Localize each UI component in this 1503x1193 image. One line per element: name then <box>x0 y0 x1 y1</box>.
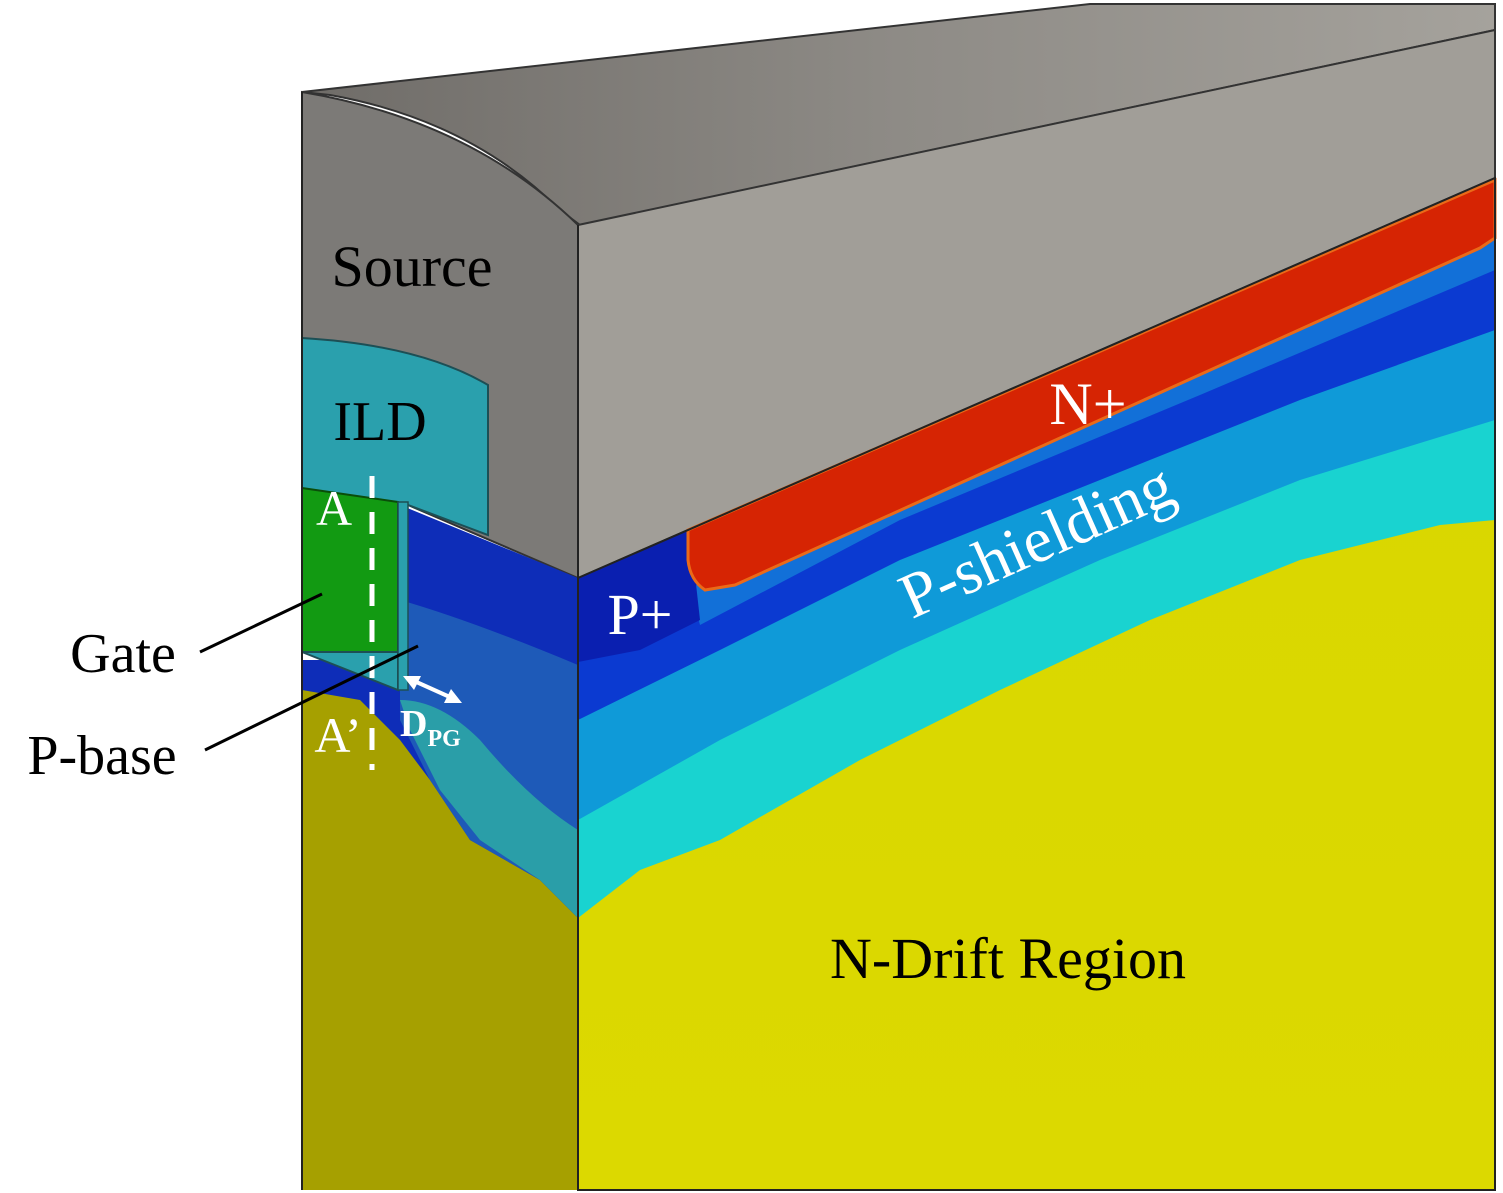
d-pg-arrow <box>403 676 462 703</box>
p-base-side-tail <box>400 700 578 918</box>
semiconductor-front-face <box>577 176 1497 1191</box>
n-plus-label: N+ <box>1049 371 1126 437</box>
gate-label: Gate <box>70 623 176 685</box>
p-base-leader-line <box>204 644 419 752</box>
ild-region <box>301 336 489 537</box>
n-plus-region <box>686 177 1497 592</box>
source-label: Source <box>331 234 492 299</box>
gate-leader-line <box>199 592 323 654</box>
gate-oxide-side <box>397 501 409 691</box>
ild-label: ILD <box>333 391 426 453</box>
p-plus-label: P+ <box>608 582 673 647</box>
n-drift-label: N-Drift Region <box>830 926 1186 991</box>
a-bottom-label: A’ <box>314 707 361 763</box>
source-metal <box>301 3 1496 580</box>
a-top-label: A <box>316 480 352 536</box>
semiconductor-side-face <box>301 92 579 1190</box>
d-pg-label: DPG <box>400 703 461 752</box>
p-plus-region <box>578 530 700 662</box>
p-base-label: P-base <box>27 725 176 787</box>
